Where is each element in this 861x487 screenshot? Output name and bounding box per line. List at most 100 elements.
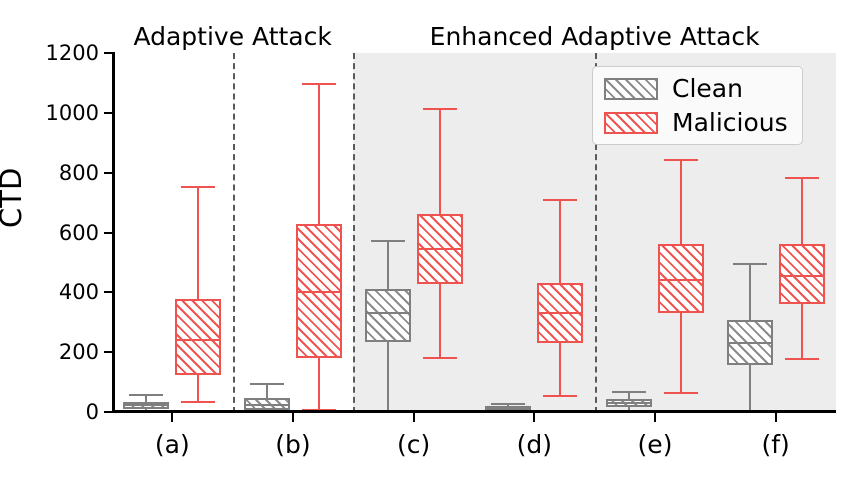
median-line (606, 402, 653, 405)
box-body (364, 288, 411, 342)
median-line (364, 312, 411, 315)
y-tick-mark (104, 111, 113, 114)
legend-swatch-icon (604, 77, 658, 100)
x-tick-mark (533, 413, 536, 422)
panel-divider (232, 53, 235, 413)
y-axis-line (112, 52, 115, 413)
legend-label: Clean (672, 74, 743, 103)
whisker-upper (317, 83, 320, 224)
cap-lower (422, 357, 457, 360)
y-tick-label: 0 (85, 400, 99, 424)
cap-upper (612, 391, 647, 394)
cap-upper (250, 383, 285, 386)
y-tick-mark (104, 171, 113, 174)
x-tick-mark (654, 413, 656, 422)
whisker-upper (145, 394, 148, 403)
cap-lower (543, 395, 578, 398)
whisker-lower (386, 341, 389, 412)
median-line (175, 339, 222, 342)
box-body (778, 243, 825, 305)
cap-upper (181, 185, 216, 188)
cap-upper (129, 393, 164, 396)
whisker-lower (748, 365, 751, 412)
whisker-upper (197, 186, 200, 299)
panel-divider (594, 53, 597, 413)
x-tick-mark (774, 413, 777, 422)
median-line (485, 407, 532, 410)
y-tick-label: 1000 (45, 100, 99, 125)
y-tick-label: 800 (58, 160, 99, 185)
x-tick-mark (171, 413, 174, 422)
x-tick-label-e: (e) (637, 430, 673, 459)
median-line (244, 403, 291, 406)
panel-divider (353, 53, 356, 413)
cap-upper (732, 262, 767, 265)
whisker-upper (800, 178, 803, 244)
y-tick-mark (104, 291, 113, 294)
x-axis-line (112, 410, 836, 413)
median-line (123, 404, 170, 407)
x-tick-label-d: (d) (516, 430, 553, 459)
box-body (657, 243, 704, 314)
y-tick-mark (104, 231, 113, 234)
median-line (295, 291, 342, 294)
panel-title: Adaptive Attack (133, 22, 332, 51)
whisker-upper (386, 241, 389, 289)
whisker-lower (679, 313, 682, 393)
y-tick-mark (104, 351, 113, 354)
x-tick-label-b: (b) (275, 430, 311, 459)
box-body (295, 223, 342, 358)
box-body (175, 298, 222, 375)
x-tick-mark (412, 413, 415, 422)
cap-upper (301, 82, 336, 85)
x-tick-label-c: (c) (397, 430, 431, 459)
whisker-lower (438, 283, 441, 359)
whisker-upper (628, 392, 631, 399)
median-line (726, 341, 773, 344)
legend-label: Malicious (672, 108, 788, 137)
cap-lower (181, 400, 216, 403)
cap-upper (370, 240, 405, 243)
whisker-upper (679, 159, 682, 244)
whisker-upper (266, 384, 269, 398)
panel-title: Enhanced Adaptive Attack (429, 22, 760, 51)
median-line (657, 279, 704, 282)
median-line (416, 247, 463, 250)
legend-item-clean[interactable]: Clean (604, 76, 788, 101)
whisker-upper (438, 108, 441, 215)
whisker-upper (748, 263, 751, 320)
x-tick-label-a: (a) (154, 430, 190, 459)
median-line (537, 312, 584, 315)
y-tick-label: 600 (58, 220, 99, 245)
x-tick-mark (292, 413, 294, 422)
cap-upper (491, 402, 526, 405)
cap-upper (663, 158, 698, 161)
cap-upper (543, 199, 578, 202)
y-tick-label: 400 (58, 280, 99, 305)
whisker-lower (628, 406, 631, 412)
whisker-lower (559, 342, 562, 397)
legend-item-malicious[interactable]: Malicious (604, 110, 788, 135)
cap-upper (422, 107, 457, 110)
cap-lower (663, 391, 698, 394)
cap-lower (784, 357, 819, 360)
median-line (778, 274, 825, 277)
y-tick-mark (104, 411, 113, 413)
legend-swatch-icon (604, 111, 658, 134)
y-tick-label: 1200 (45, 41, 99, 65)
whisker-lower (317, 357, 320, 411)
whisker-upper (559, 200, 562, 284)
whisker-upper (507, 403, 510, 406)
whisker-lower (197, 374, 200, 402)
y-tick-mark (104, 52, 113, 54)
x-tick-label-f: (f) (761, 430, 790, 459)
